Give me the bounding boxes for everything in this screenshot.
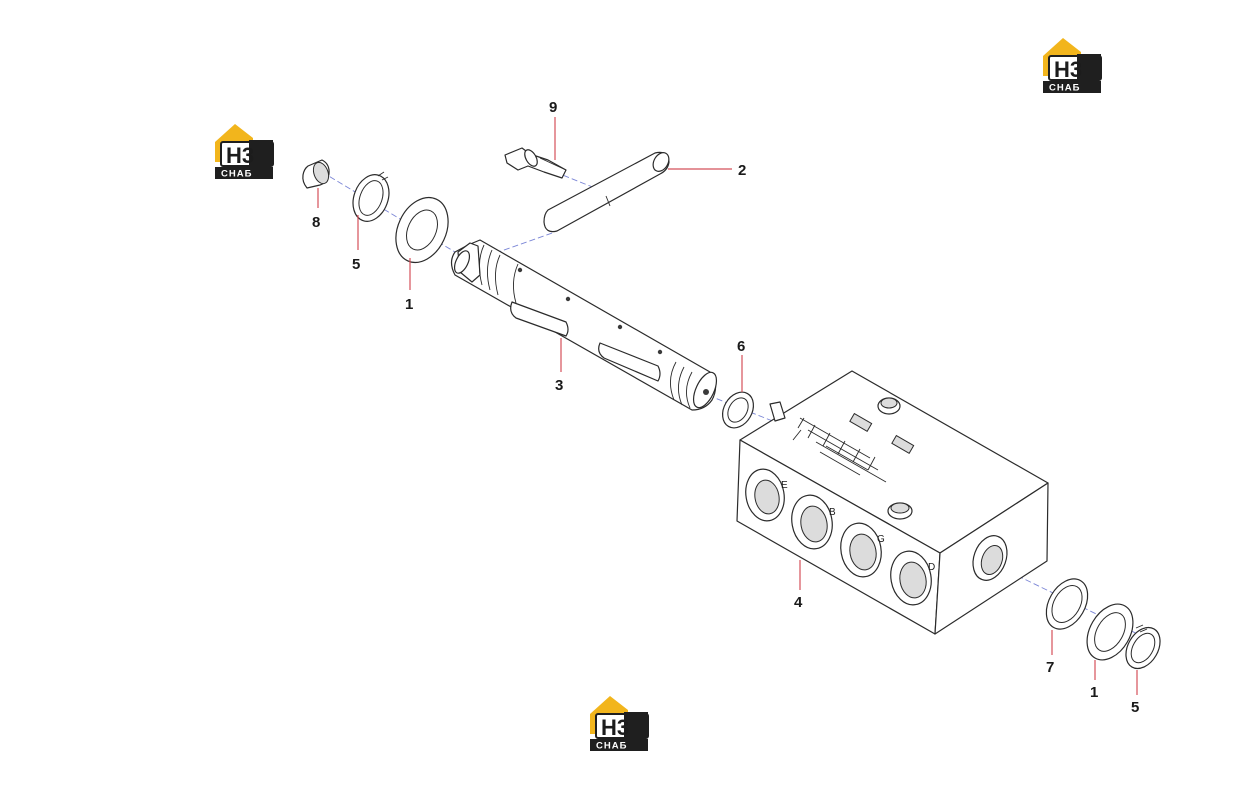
part-4-valve-body: E B G D [736,370,1049,635]
port-letter-b: B [829,507,836,518]
port-g [840,522,882,578]
port-d [890,550,932,606]
part-1-washer-left [395,196,449,264]
part-5-snap-ring-left [352,171,390,222]
logo-bottom-center: H3 CHAБ [590,696,649,752]
logo-sub-text: CHAБ [221,169,252,180]
logo-main-text: H3 [226,143,254,168]
logo-top-right: H3 CHAБ [1043,38,1102,94]
hydraulic-symbol-marking [792,412,915,483]
callout-7: 7 [1046,659,1054,676]
part-7-o-ring-right [1045,578,1089,630]
part-3-spool [450,239,718,411]
part-8-plug [302,159,330,189]
port-e [745,468,785,522]
port-letter-d: D [928,562,935,573]
logo-main-text: H3 [1054,57,1082,82]
callout-1-left: 1 [405,296,413,313]
part-6-o-ring [721,391,755,429]
callout-8: 8 [312,214,320,231]
port-letter-e: E [781,480,788,491]
callout-5-left: 5 [352,256,360,273]
callout-6: 6 [737,338,745,355]
port-b [791,494,833,550]
callout-5-right: 5 [1131,699,1139,716]
callout-3: 3 [555,377,563,394]
callout-9: 9 [549,99,557,116]
port-letter-g: G [877,534,885,545]
logo-top-left: H3 CHAБ [215,124,274,180]
leader-lines [317,117,1138,695]
callout-labels: 8 5 1 9 2 3 6 4 7 1 5 [312,99,1139,716]
logo-main-text: H3 [601,715,629,740]
logo-sub-text: CHAБ [596,741,627,752]
part-5-snap-ring-right [1125,624,1161,670]
callout-2: 2 [738,162,746,179]
end-bore [972,535,1008,581]
callout-4: 4 [794,594,803,611]
callout-1-right: 1 [1090,684,1098,701]
part-1-washer-right [1086,603,1134,661]
part-9-pin [504,147,567,179]
part-2-shaft [543,151,670,233]
logo-sub-text: CHAБ [1049,83,1080,94]
